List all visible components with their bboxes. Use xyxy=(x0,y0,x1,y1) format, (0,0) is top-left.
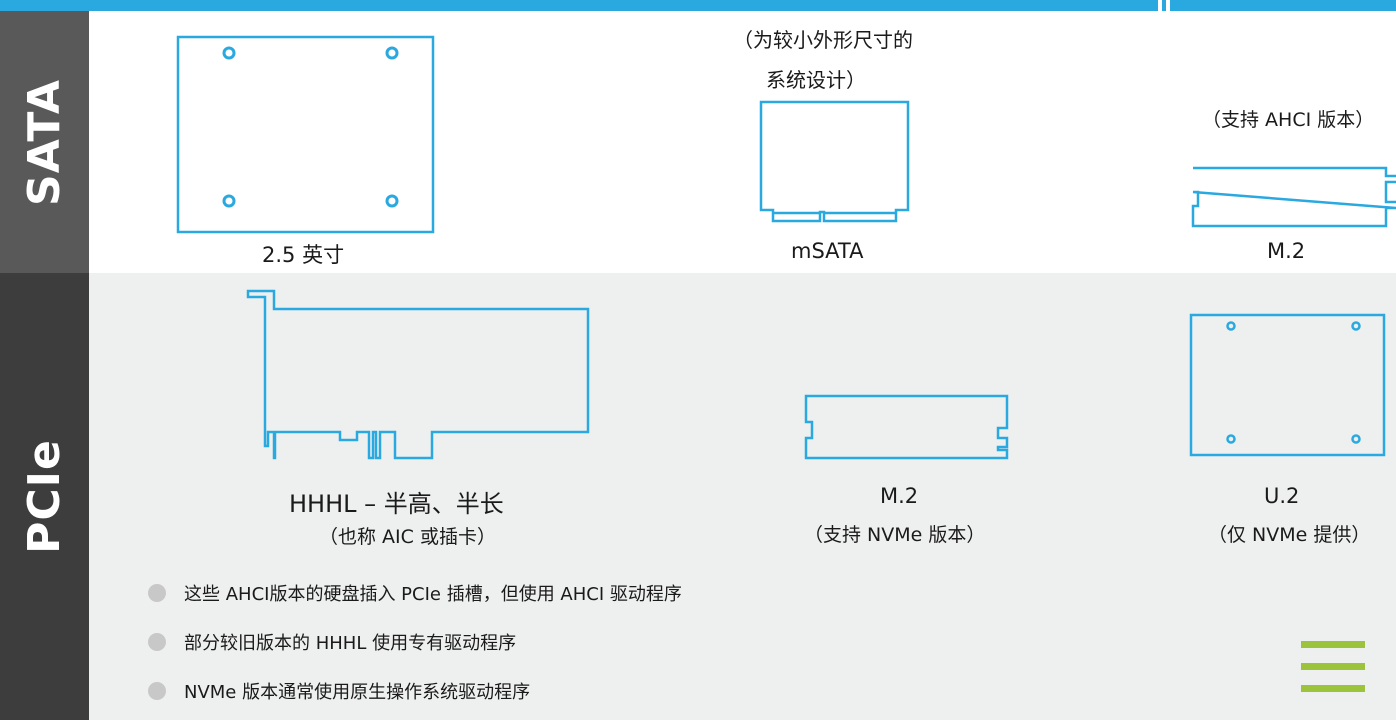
sata-m2-card-icon xyxy=(1191,166,1396,228)
notes-list: 这些 AHCI版本的硬盘插入 PCIe 插槽，但使用 AHCI 驱动程序 部分较… xyxy=(148,568,682,715)
list-item-text: NVMe 版本通常使用原生操作系统驱动程序 xyxy=(184,681,531,703)
u2-label: U.2 xyxy=(1264,484,1300,508)
pcie-m2-card-icon xyxy=(804,394,1009,460)
menu-bar xyxy=(1301,685,1365,692)
menu-bar xyxy=(1301,663,1365,670)
list-item-text: 部分较旧版本的 HHHL 使用专有驱动程序 xyxy=(184,632,517,654)
sata-m2-note: （支持 AHCI 版本） xyxy=(1202,109,1375,131)
list-item-text: 这些 AHCI版本的硬盘插入 PCIe 插槽，但使用 AHCI 驱动程序 xyxy=(184,583,682,605)
drive-25-label: 2.5 英寸 xyxy=(262,243,345,267)
sata-m2-label: M.2 xyxy=(1267,239,1306,263)
bullet-dot-icon xyxy=(148,583,166,602)
bullet-dot-icon xyxy=(148,681,166,700)
msata-label: mSATA xyxy=(791,239,864,263)
top-bar-notch xyxy=(1158,0,1162,11)
u2-sub-label: （仅 NVMe 提供） xyxy=(1208,524,1371,546)
top-bar-notch xyxy=(1166,0,1170,11)
msata-note-line2: 系统设计） xyxy=(766,68,866,92)
list-item: 部分较旧版本的 HHHL 使用专有驱动程序 xyxy=(148,617,682,666)
hhhl-sub-label: （也称 AIC 或插卡） xyxy=(319,526,496,548)
hhhl-label: HHHL – 半高、半长 xyxy=(289,490,504,518)
hhhl-card-icon xyxy=(246,289,590,460)
pcie-section-tab: PCIe xyxy=(0,273,89,720)
hamburger-menu-icon[interactable] xyxy=(1301,641,1365,693)
msata-note-line1: （为较小外形尺寸的 xyxy=(733,28,913,52)
pcie-m2-label: M.2 xyxy=(880,484,919,508)
pcie-m2-sub-label: （支持 NVMe 版本） xyxy=(804,524,986,546)
bullet-dot-icon xyxy=(148,632,166,651)
list-item: NVMe 版本通常使用原生操作系统驱动程序 xyxy=(148,666,682,715)
top-accent-bar xyxy=(0,0,1396,11)
menu-bar xyxy=(1301,641,1365,648)
u2-drive-icon xyxy=(1189,313,1386,457)
drive-25-inch-icon xyxy=(176,35,435,234)
sata-section-tab: SATA xyxy=(0,11,89,273)
pcie-section-background xyxy=(89,273,1396,720)
msata-card-icon xyxy=(759,100,910,223)
list-item: 这些 AHCI版本的硬盘插入 PCIe 插槽，但使用 AHCI 驱动程序 xyxy=(148,568,682,617)
